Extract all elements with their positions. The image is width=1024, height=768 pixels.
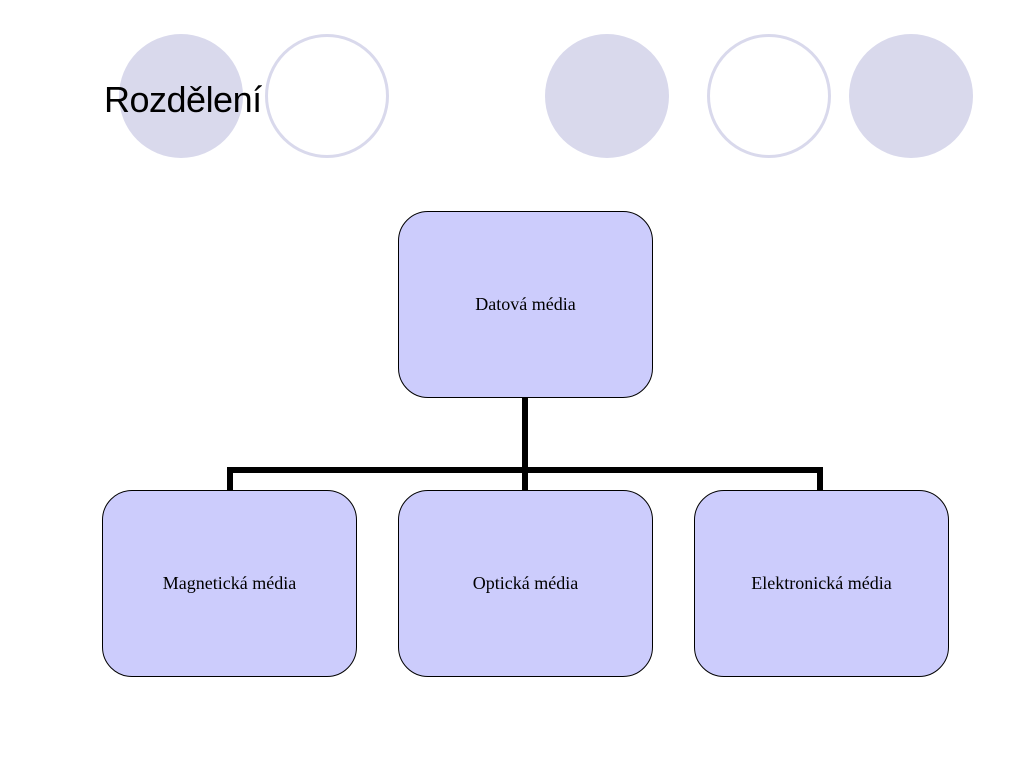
decor-circle-1 (119, 34, 243, 158)
decor-circle-3 (545, 34, 669, 158)
node-root-label: Datová média (475, 294, 576, 314)
node-child-label: Elektronická média (751, 573, 892, 593)
node-child-label: Magnetická média (162, 573, 297, 593)
node-child-label: Optická média (472, 573, 579, 593)
decor-circle-4 (707, 34, 831, 158)
node-child-electronic: Elektronická média (694, 490, 949, 677)
decor-circle-5 (849, 34, 973, 158)
node-child-magnetic: Magnetická média (102, 490, 357, 677)
slide-title: Rozdělení (104, 79, 262, 120)
decor-circle-2 (265, 34, 389, 158)
node-root: Datová média (398, 211, 653, 398)
node-child-optical: Optická média (398, 490, 653, 677)
